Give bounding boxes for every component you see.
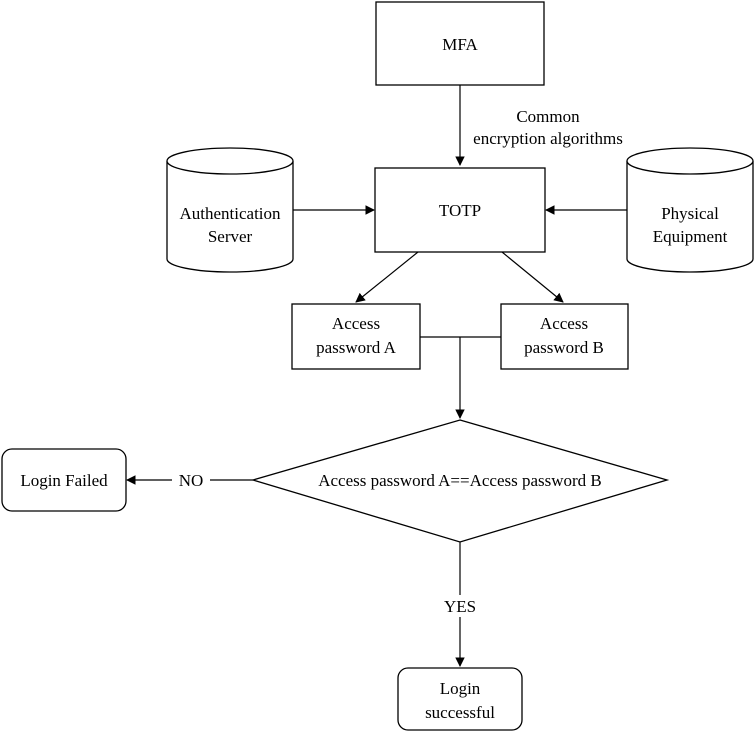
node-login-failed: Login Failed: [1, 448, 127, 512]
node-auth-server-label-line1: Authentication: [179, 204, 281, 223]
node-password-b-label-line1: Access: [540, 314, 588, 333]
node-mfa: MFA: [375, 1, 545, 86]
edge-label-common-line1: Common: [516, 107, 580, 126]
node-password-b-label-line2: password B: [524, 338, 604, 357]
node-physical-equipment: Physical Equipment: [626, 147, 754, 273]
edge-label-no: NO: [179, 471, 204, 490]
node-auth-server-label-line2: Server: [208, 227, 253, 246]
node-auth-server: Authentication Server: [166, 147, 294, 273]
node-login-successful-label-line2: successful: [425, 703, 495, 722]
node-login-successful-label-line1: Login: [440, 679, 481, 698]
node-password-a: Access password A: [291, 303, 421, 370]
edge-label-no-background: [172, 468, 210, 490]
edge-totp-to-password-a: [355, 251, 419, 303]
edge-label-yes: YES: [444, 597, 476, 616]
node-password-a-label-line1: Access: [332, 314, 380, 333]
node-physical-equipment-label-line1: Physical: [661, 204, 719, 223]
node-decision: Access password A==Access password B: [250, 419, 670, 543]
edge-totp-to-password-b: [501, 251, 564, 303]
edge-label-common-line2: encryption algorithms: [473, 129, 623, 148]
node-password-b: Access password B: [500, 303, 629, 370]
node-decision-label: Access password A==Access password B: [318, 471, 602, 490]
node-totp-label: TOTP: [439, 201, 481, 220]
node-mfa-label: MFA: [442, 35, 478, 54]
node-login-successful: Login successful: [397, 667, 523, 731]
node-login-failed-label: Login Failed: [20, 471, 108, 490]
node-physical-equipment-label-line2: Equipment: [653, 227, 728, 246]
node-totp: TOTP: [374, 167, 546, 253]
node-password-a-label-line2: password A: [316, 338, 397, 357]
edge-label-yes-background: [437, 595, 483, 617]
